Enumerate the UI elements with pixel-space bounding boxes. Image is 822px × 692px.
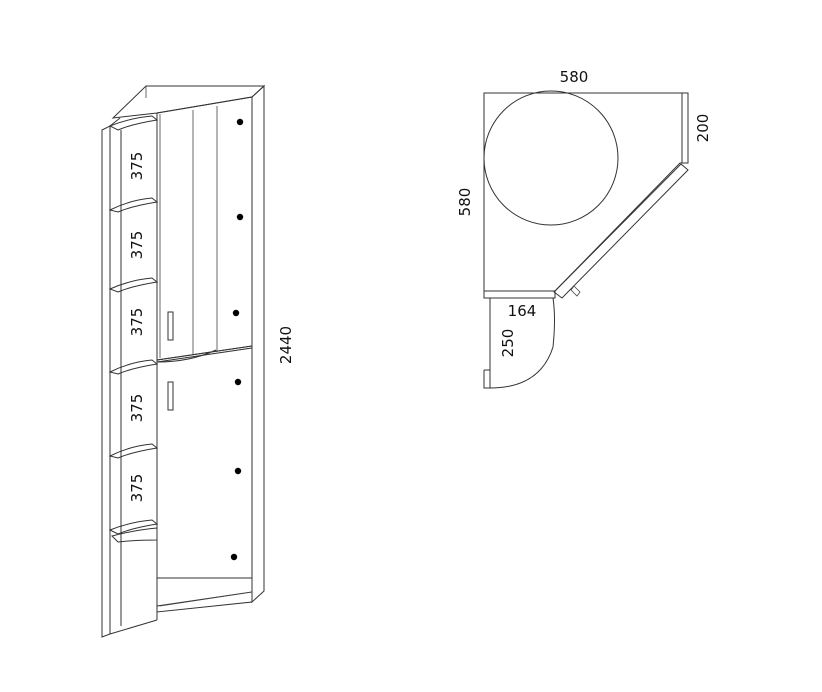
plan-shelf bbox=[489, 297, 555, 389]
shelf bbox=[108, 359, 159, 375]
shelf bbox=[108, 115, 159, 131]
shelf-back-post bbox=[109, 130, 158, 635]
shelf bbox=[108, 277, 159, 293]
plan-diagonal-door bbox=[553, 163, 689, 299]
plan-right-wall bbox=[681, 92, 689, 164]
shelf-height-label: 375 bbox=[128, 308, 146, 337]
plan-depth-label: 580 bbox=[456, 188, 474, 217]
upper-handle bbox=[167, 311, 174, 341]
plan-shelf-depth-label: 250 bbox=[499, 329, 517, 358]
middle-rail bbox=[156, 345, 253, 363]
hinge-dots bbox=[230, 118, 244, 561]
hinge-dot bbox=[236, 213, 244, 221]
total-height-label: 2440 bbox=[277, 326, 295, 364]
cabinet-top bbox=[111, 85, 266, 119]
plan-outline bbox=[483, 92, 689, 292]
cabinet-plan-view: 580 200 580 164 250 bbox=[456, 68, 712, 389]
plinth bbox=[156, 577, 253, 613]
lower-handle bbox=[167, 381, 174, 411]
shelf bbox=[108, 443, 159, 459]
shelf-bottom bbox=[111, 527, 158, 543]
hinge-dot bbox=[234, 467, 242, 475]
hinge-dot bbox=[234, 378, 242, 386]
plan-side-depth-label: 200 bbox=[694, 114, 712, 143]
plan-front-edge bbox=[483, 290, 556, 299]
plan-width-label: 580 bbox=[560, 68, 589, 86]
shelf bbox=[108, 197, 159, 213]
shelf-side-panel bbox=[101, 125, 111, 638]
hinge-dot bbox=[230, 553, 238, 561]
shelf-height-label: 375 bbox=[128, 231, 146, 260]
plan-shelf-width-label: 164 bbox=[508, 302, 537, 320]
lower-door bbox=[156, 347, 253, 607]
shelf-height-label: 375 bbox=[128, 394, 146, 423]
curved-shelves bbox=[108, 115, 159, 543]
cabinet-front-view: 375 375 375 375 375 2440 bbox=[101, 84, 295, 638]
door-swing-circle bbox=[483, 90, 619, 226]
hinge-dot bbox=[232, 309, 240, 317]
shelf-height-label: 375 bbox=[128, 474, 146, 503]
shelf-height-label: 375 bbox=[128, 152, 146, 181]
hinge-dot bbox=[236, 118, 244, 126]
upper-door bbox=[156, 96, 253, 361]
shelf bbox=[108, 519, 159, 535]
cabinet-right-panel bbox=[251, 84, 265, 604]
